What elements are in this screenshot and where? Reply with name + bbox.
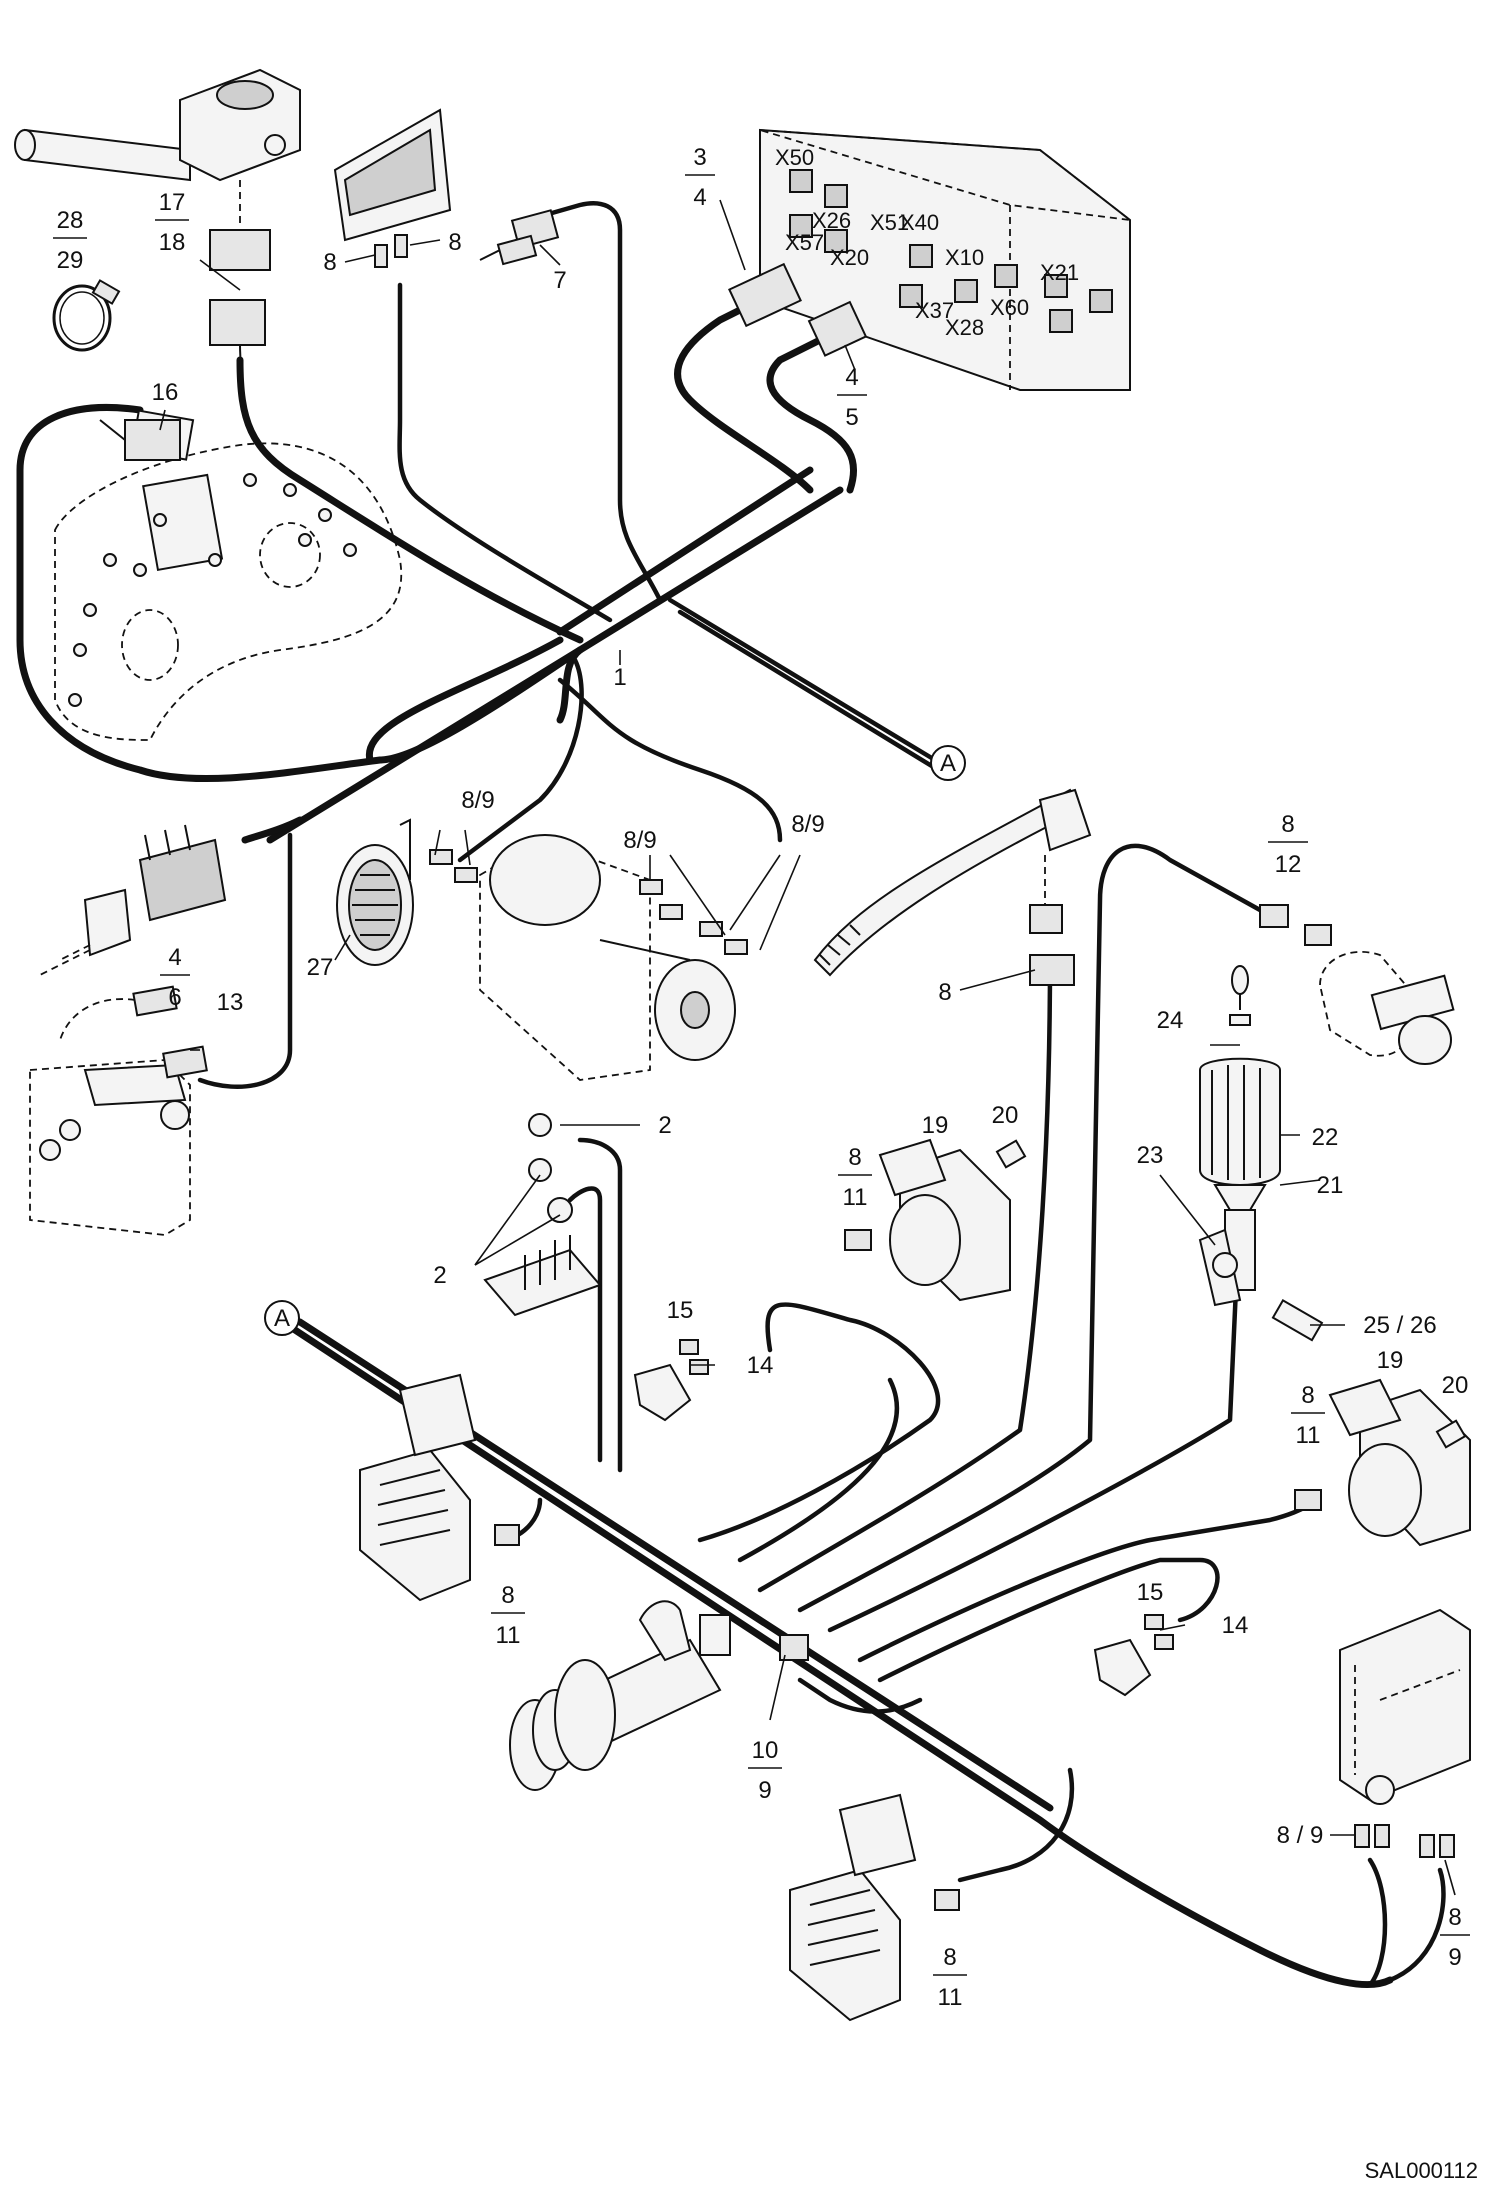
callout-8-12-bottom: 12 <box>1275 851 1302 878</box>
callout-1: 1 <box>613 664 626 691</box>
callout-8-9-tank: 8 / 9 <box>1277 1822 1324 1849</box>
callout-20-a: 20 <box>992 1102 1019 1129</box>
multifunction-switch <box>14 68 301 401</box>
callout-19-b: 19 <box>1377 1347 1404 1374</box>
callout-27: 27 <box>307 954 334 981</box>
callout-8-11-a-bottom: 11 <box>843 1184 868 1211</box>
callout-8-11-c-top: 8 <box>501 1582 514 1609</box>
callout-17-18-top: 17 <box>159 189 186 216</box>
wiper-motor <box>1259 904 1455 1065</box>
callout-13: 13 <box>217 989 244 1016</box>
callout-25-26: 25 / 26 <box>1363 1312 1436 1339</box>
callout-22: 22 <box>1312 1124 1339 1151</box>
svg-text:X21: X21 <box>1040 260 1079 285</box>
junction-a-top: A <box>930 745 966 781</box>
callout-10-9-bottom: 9 <box>758 1777 771 1804</box>
instrument-panel <box>54 409 403 741</box>
relay-7 <box>479 209 560 266</box>
callout-28-29-top: 28 <box>57 207 84 234</box>
svg-text:X26: X26 <box>812 208 851 233</box>
svg-text:X20: X20 <box>830 245 869 270</box>
callout-21: 21 <box>1317 1172 1344 1199</box>
callout-8-9-a: 8/9 <box>461 787 494 814</box>
callout-8-right: 8 <box>448 229 461 256</box>
callout-8-11-b-bottom: 11 <box>1296 1422 1321 1449</box>
panel-indicators <box>68 473 357 707</box>
junction-a-bottom: A <box>264 1300 300 1336</box>
callout-8-11-a-top: 8 <box>848 1144 861 1171</box>
callout-8-lever: 8 <box>938 979 951 1006</box>
leader-lines <box>159 199 1456 1896</box>
junction-label: A <box>274 1305 290 1332</box>
callout-8-9-br-top: 8 <box>1448 1904 1461 1931</box>
relay-module-top <box>333 108 452 268</box>
callout-14-a: 14 <box>747 1352 774 1379</box>
callout-8-left: 8 <box>323 249 336 276</box>
callout-8-9-c: 8/9 <box>791 811 824 838</box>
callout-23: 23 <box>1137 1142 1164 1169</box>
callout-17-18-bottom: 18 <box>159 229 186 256</box>
callout-8-11-b-top: 8 <box>1301 1382 1314 1409</box>
callout-16: 16 <box>152 379 179 406</box>
callout-8-9-b: 8/9 <box>623 827 656 854</box>
callout-7: 7 <box>553 267 566 294</box>
svg-text:X57: X57 <box>785 230 824 255</box>
connector-16 <box>99 419 181 461</box>
cable-tie <box>52 279 121 352</box>
callout-15-a: 15 <box>667 1297 694 1324</box>
handbrake-lever <box>813 788 1092 986</box>
svg-text:X51: X51 <box>870 210 909 235</box>
rotating-beacon <box>1198 965 1324 1342</box>
lamp-right <box>1294 1378 1471 1547</box>
callout-4-5-bottom: 5 <box>845 404 858 431</box>
callout-4-6-top: 4 <box>168 944 181 971</box>
fluid-reservoir <box>1339 1608 1471 1858</box>
document-id: SAL000112 <box>1365 2158 1478 2183</box>
callout-10-9-top: 10 <box>752 1737 779 1764</box>
horn <box>336 818 414 966</box>
callout-8-11-d-bottom: 11 <box>938 1984 963 2011</box>
svg-text:X28: X28 <box>945 315 984 340</box>
callout-15-b: 15 <box>1137 1579 1164 1606</box>
svg-text:X50: X50 <box>775 145 814 170</box>
ground-terminals <box>483 1113 602 1317</box>
callout-19-a: 19 <box>922 1112 949 1139</box>
fuse-markings: X50 X26 X57 X51 X20 X40 X10 X37 X28 X60 … <box>775 145 1079 340</box>
svg-text:X37: X37 <box>915 298 954 323</box>
callout-14-b: 14 <box>1222 1612 1249 1639</box>
callout-3-4-bottom: 4 <box>693 184 706 211</box>
junction-label: A <box>940 750 956 777</box>
callout-8-9-br-bottom: 9 <box>1448 1944 1461 1971</box>
master-cylinder <box>509 1600 809 1791</box>
callout-8-11-d-top: 8 <box>943 1944 956 1971</box>
pressure-switch-lower <box>1093 1614 1174 1697</box>
callout-20-b: 20 <box>1442 1372 1469 1399</box>
callout-28-29-bottom: 29 <box>57 247 84 274</box>
work-light-bottom <box>789 1793 960 2022</box>
callout-3-4-top: 3 <box>693 144 706 171</box>
pressure-switch-upper <box>633 1339 709 1422</box>
blower-unit <box>429 834 748 1081</box>
callout-8-12-top: 8 <box>1281 811 1294 838</box>
svg-text:X10: X10 <box>945 245 984 270</box>
work-light-left <box>359 1373 520 1602</box>
fuse-slots <box>789 169 1113 333</box>
fuse-box: X50 X26 X57 X51 X20 X40 X10 X37 X28 X60 … <box>728 128 1134 391</box>
main-harness <box>16 201 938 1089</box>
callout-4-6-bottom: 6 <box>168 984 181 1011</box>
callout-2-a: 2 <box>658 1112 671 1139</box>
lamp-upper <box>844 1138 1027 1302</box>
connector-4-6 <box>39 824 227 976</box>
callout-labels: 1 3 4 4 5 4 6 7 8 8 8 8 12 8/9 8/9 8/9 8… <box>53 144 1470 2011</box>
callout-8-11-c-bottom: 11 <box>496 1622 521 1649</box>
callout-2-b: 2 <box>433 1262 446 1289</box>
svg-text:X60: X60 <box>990 295 1029 320</box>
svg-text:X40: X40 <box>900 210 939 235</box>
callout-24: 24 <box>1157 1007 1184 1034</box>
callout-4-5-top: 4 <box>845 364 858 391</box>
heater-control <box>29 985 208 1236</box>
